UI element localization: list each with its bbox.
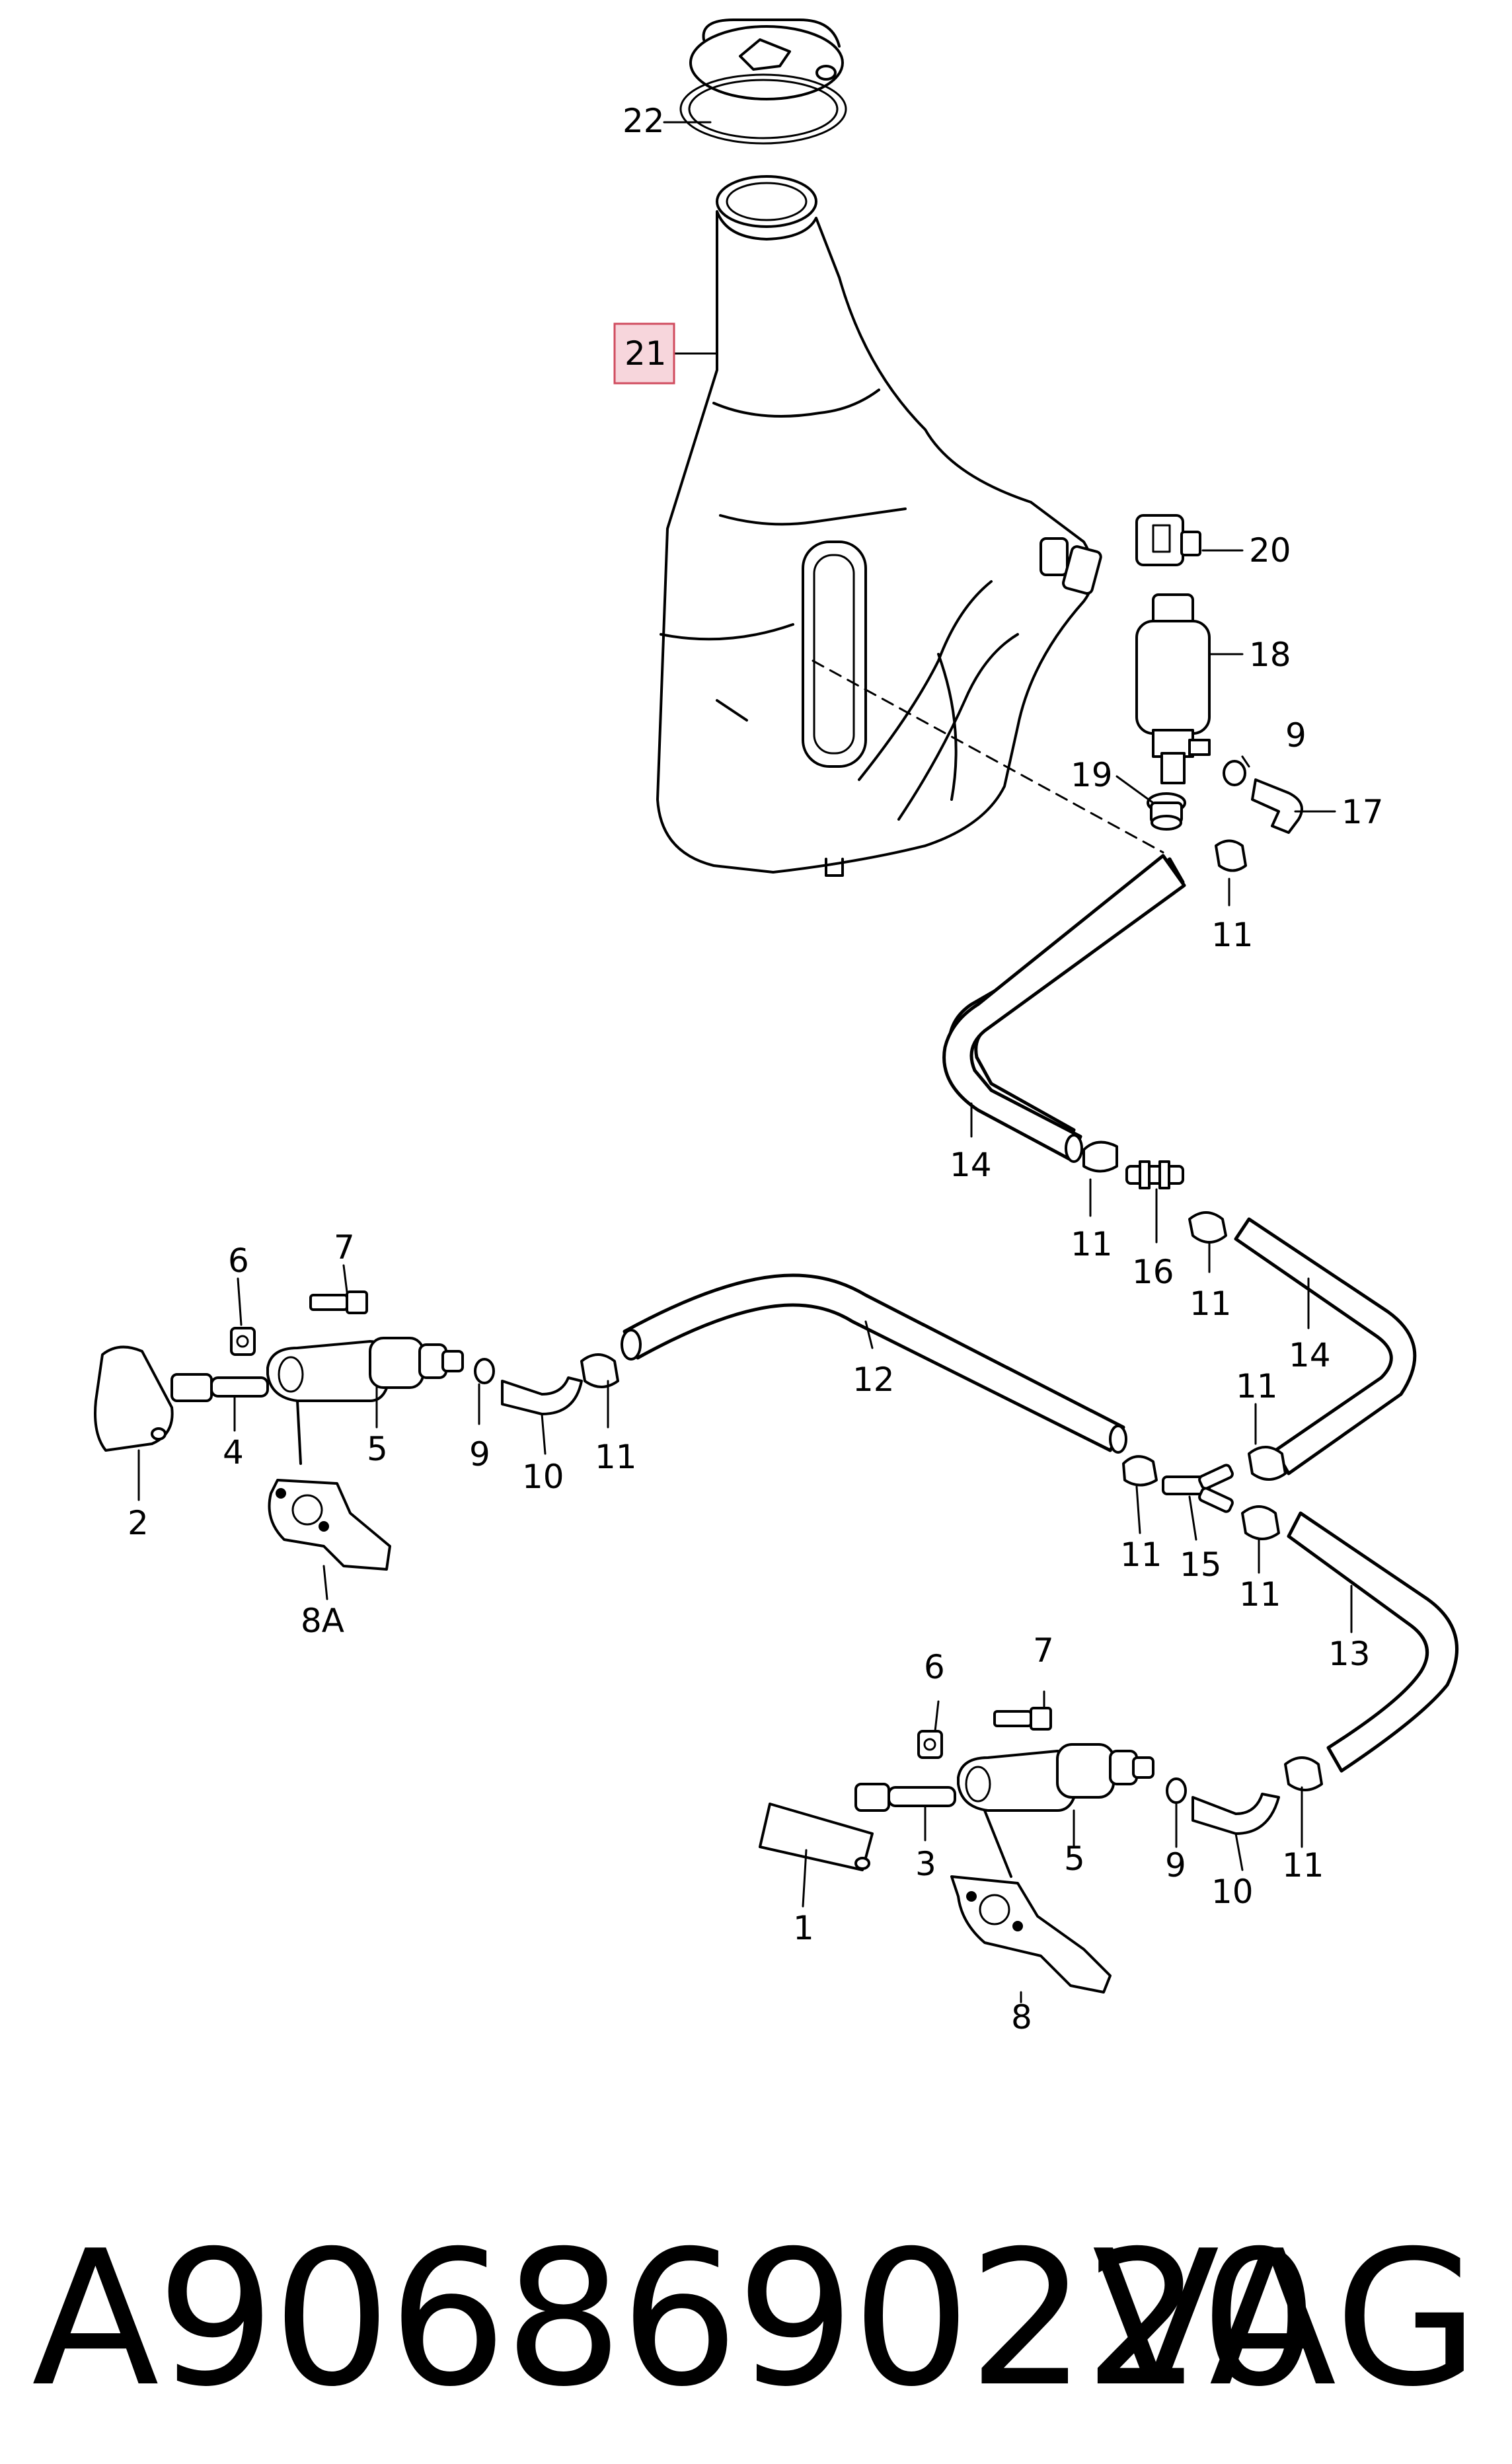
callout-18: 18 xyxy=(1249,636,1291,674)
callout-6-right: 6 xyxy=(924,1648,945,1686)
highlight-box-21 xyxy=(613,322,675,385)
hose-14-upper-body xyxy=(942,854,1186,1162)
callout-11-junction-right: 11 xyxy=(1239,1575,1281,1614)
hose-12-end-left xyxy=(621,1329,642,1361)
callout-11-junction-left: 11 xyxy=(1120,1536,1162,1574)
leader-lines xyxy=(137,121,1353,2003)
callout-14-lower: 14 xyxy=(1289,1336,1331,1374)
left-nozzle-assembly xyxy=(94,1290,619,1571)
callout-22: 22 xyxy=(623,102,665,140)
callout-8a: 8A xyxy=(301,1602,344,1640)
callout-1: 1 xyxy=(793,1909,814,1947)
callout-10-right: 10 xyxy=(1211,1873,1254,1911)
callout-labels: 22 21 20 18 9 19 17 11 14 11 16 11 14 11… xyxy=(128,102,1384,2036)
callout-3: 3 xyxy=(915,1845,936,1883)
callout-11-right-mid: 11 xyxy=(1236,1367,1278,1405)
callout-6-left: 6 xyxy=(228,1242,249,1280)
callout-11-left: 11 xyxy=(595,1438,637,1476)
brand-name: VAG xyxy=(1092,2210,1480,2428)
callout-9-top: 9 xyxy=(1285,716,1306,755)
hose-12-end-right xyxy=(1109,1425,1127,1454)
part-number: A9068690220 xyxy=(32,2210,1318,2428)
junction-15-group xyxy=(1122,1455,1280,1540)
callout-17: 17 xyxy=(1342,793,1384,831)
callout-9-left: 9 xyxy=(469,1435,490,1474)
upper-fittings xyxy=(1215,760,1303,872)
reservoir-cap xyxy=(679,19,847,145)
callout-4: 4 xyxy=(223,1433,244,1472)
callout-10-left: 10 xyxy=(522,1458,564,1496)
clamp-11-right-top xyxy=(1248,1446,1287,1481)
right-nozzle-assembly xyxy=(759,1707,1280,1994)
callout-13: 13 xyxy=(1328,1635,1371,1673)
callout-7-right: 7 xyxy=(1033,1631,1054,1670)
callout-20: 20 xyxy=(1249,531,1291,570)
hose-13 xyxy=(1287,1511,1458,1773)
callout-15: 15 xyxy=(1180,1546,1222,1584)
callout-14-upper: 14 xyxy=(950,1146,992,1184)
callout-9-right: 9 xyxy=(1165,1846,1186,1885)
callout-7-left: 7 xyxy=(334,1228,355,1267)
callout-16: 16 xyxy=(1132,1253,1174,1291)
washer-reservoir xyxy=(656,175,1164,877)
callout-5-left: 5 xyxy=(367,1430,388,1468)
callout-12: 12 xyxy=(852,1361,895,1399)
callout-11-joint-right: 11 xyxy=(1190,1285,1232,1323)
callout-8: 8 xyxy=(1011,1998,1032,2036)
electrical-connector xyxy=(1135,514,1201,566)
clamp-11-lower-right xyxy=(1284,1756,1323,1791)
washer-pump xyxy=(1135,593,1211,784)
callout-21: 21 xyxy=(624,334,667,373)
grommet xyxy=(1147,792,1186,831)
hose-14-lower xyxy=(1234,1217,1417,1475)
callout-5-right: 5 xyxy=(1064,1840,1085,1878)
joint-16-group xyxy=(1082,1140,1227,1244)
hose-14-upper-end xyxy=(1065,1134,1083,1163)
callout-11-top: 11 xyxy=(1211,916,1254,954)
callout-19: 19 xyxy=(1071,756,1113,794)
callout-11-joint-left: 11 xyxy=(1071,1225,1113,1263)
callout-2: 2 xyxy=(128,1504,149,1542)
callout-11-right: 11 xyxy=(1282,1846,1324,1885)
